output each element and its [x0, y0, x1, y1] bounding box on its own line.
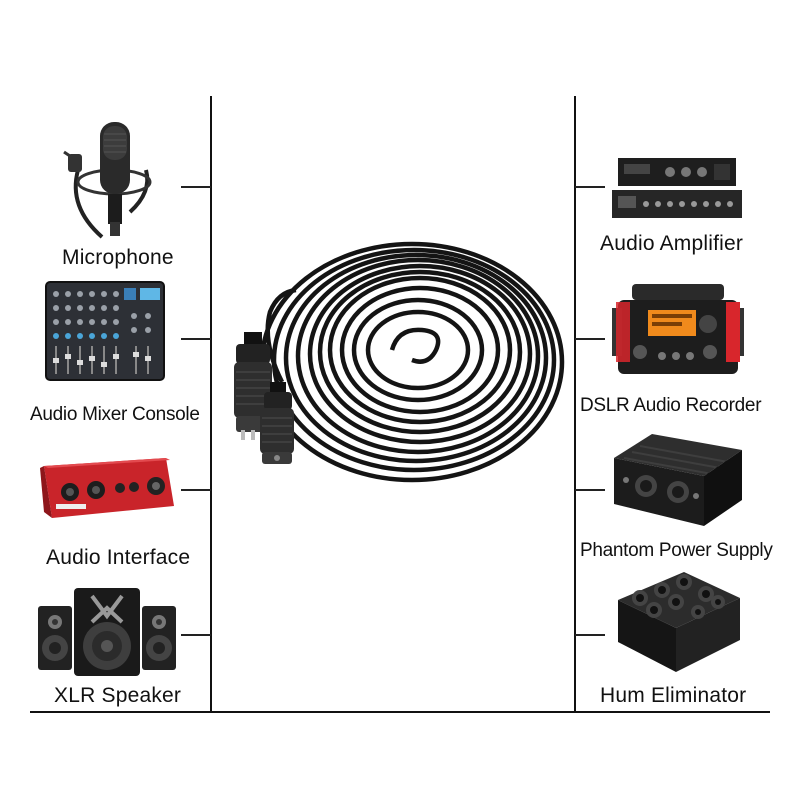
- tick-hum: [575, 634, 605, 636]
- tick-phantom: [575, 489, 605, 491]
- tick-interface: [181, 489, 211, 491]
- mixer-label: Audio Mixer Console: [30, 404, 200, 425]
- mixer-icon: [44, 280, 166, 382]
- phantom-power-icon: [612, 430, 744, 528]
- audio-interface-icon: [38, 456, 178, 522]
- hum-eliminator-icon: [614, 568, 744, 676]
- recorder-label: DSLR Audio Recorder: [580, 395, 762, 416]
- phantom-power-label: Phantom Power Supply: [580, 540, 773, 561]
- right-divider-line: [574, 96, 576, 712]
- xlr-cable-icon: [222, 232, 568, 498]
- amplifier-label: Audio Amplifier: [600, 232, 744, 255]
- tick-recorder: [575, 338, 605, 340]
- left-divider-line: [210, 96, 212, 712]
- bottom-baseline: [30, 711, 770, 713]
- tick-speaker: [181, 634, 211, 636]
- speaker-label: XLR Speaker: [54, 684, 182, 707]
- hum-eliminator-label: Hum Eliminator: [600, 684, 747, 707]
- microphone-icon: [60, 112, 160, 242]
- tick-amplifier: [575, 186, 605, 188]
- microphone-label: Microphone: [62, 246, 174, 269]
- tick-mixer: [181, 338, 211, 340]
- recorder-icon: [610, 282, 746, 378]
- amplifier-icon: [610, 156, 744, 222]
- tick-microphone: [181, 186, 211, 188]
- speaker-icon: [36, 586, 178, 678]
- interface-label: Audio Interface: [46, 546, 191, 569]
